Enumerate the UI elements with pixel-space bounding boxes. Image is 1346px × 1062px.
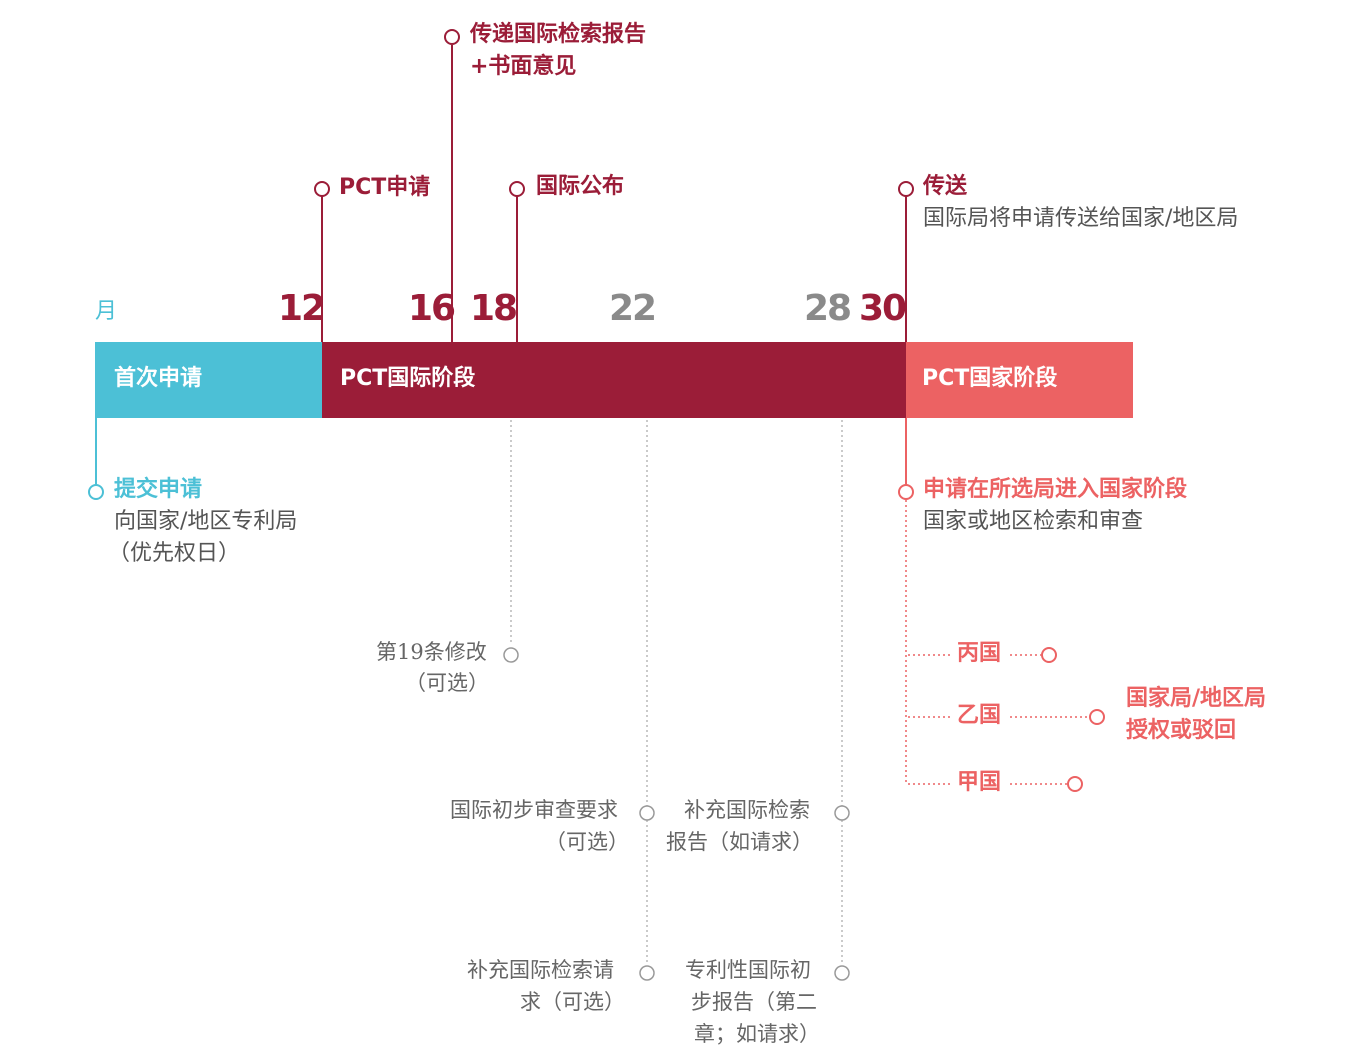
supp-search-request-line2: 求（可选） bbox=[520, 990, 625, 1014]
axis-unit-label: 月 bbox=[95, 299, 118, 324]
submit-line2: （优先权日） bbox=[108, 541, 241, 566]
international-phase-label: PCT国际阶段 bbox=[340, 366, 476, 391]
month-16: 16 bbox=[408, 288, 456, 329]
country-a-label: 甲国 bbox=[957, 770, 1002, 795]
pct-filing-title: PCT申请 bbox=[339, 175, 431, 200]
country-a-marker bbox=[1067, 776, 1083, 792]
national-entry-marker bbox=[898, 484, 914, 500]
month-28: 28 bbox=[804, 288, 852, 329]
first-filing-label: 首次申请 bbox=[114, 366, 203, 391]
publication-marker bbox=[509, 181, 525, 197]
search-report-title: 传递国际检索报告 bbox=[470, 22, 647, 47]
transmittal-description: 国际局将申请传送给国家/地区局 bbox=[923, 206, 1239, 231]
iprp-marker bbox=[834, 965, 850, 981]
iprp-line3: 章；如请求） bbox=[694, 1022, 820, 1046]
international-phase-bar bbox=[322, 342, 906, 418]
search-report-marker bbox=[444, 29, 460, 45]
outcome-line1: 国家局/地区局 bbox=[1126, 686, 1267, 711]
supp-search-report-line2: 报告（如请求） bbox=[666, 830, 813, 854]
iprp-line2: 步报告（第二 bbox=[691, 990, 817, 1014]
ipe-demand-line2: （可选） bbox=[545, 830, 629, 854]
article19-line1: 第19条修改 bbox=[376, 640, 487, 664]
supp-search-request-line1: 补充国际检索请 bbox=[467, 958, 614, 982]
month-22: 22 bbox=[609, 288, 657, 329]
national-entry-title: 申请在所选局进入国家阶段 bbox=[923, 477, 1188, 502]
article19-marker bbox=[503, 647, 519, 663]
national-phase-bar bbox=[906, 342, 1133, 418]
month-30: 30 bbox=[859, 288, 907, 329]
month-18: 18 bbox=[470, 288, 518, 329]
ipe-demand-marker bbox=[639, 805, 655, 821]
article19-line2: （可选） bbox=[405, 671, 489, 695]
ipe-demand-line1: 国际初步审查要求 bbox=[450, 798, 618, 822]
month-12: 12 bbox=[278, 288, 326, 329]
supp-search-report-marker bbox=[834, 805, 850, 821]
supp-search-report-line1: 补充国际检索 bbox=[684, 798, 810, 822]
country-c-marker bbox=[1041, 647, 1057, 663]
country-b-label: 乙国 bbox=[957, 703, 1002, 728]
publication-title: 国际公布 bbox=[536, 174, 625, 199]
outcome-line2: 授权或驳回 bbox=[1126, 718, 1237, 743]
transmittal-title: 传送 bbox=[923, 174, 968, 199]
supp-search-request-marker bbox=[639, 965, 655, 981]
search-report-subtitle: +书面意见 bbox=[470, 54, 577, 79]
submit-title: 提交申请 bbox=[114, 477, 203, 502]
submit-line1: 向国家/地区专利局 bbox=[114, 509, 298, 534]
national-entry-description: 国家或地区检索和审查 bbox=[923, 509, 1144, 534]
first-filing-bar bbox=[95, 342, 322, 418]
pct-filing-marker bbox=[314, 181, 330, 197]
national-phase-label: PCT国家阶段 bbox=[922, 366, 1058, 391]
submit-marker bbox=[88, 484, 104, 500]
country-b-marker bbox=[1089, 709, 1105, 725]
country-c-label: 丙国 bbox=[957, 641, 1002, 666]
iprp-line1: 专利性国际初 bbox=[685, 958, 811, 982]
transmittal-marker bbox=[898, 181, 914, 197]
